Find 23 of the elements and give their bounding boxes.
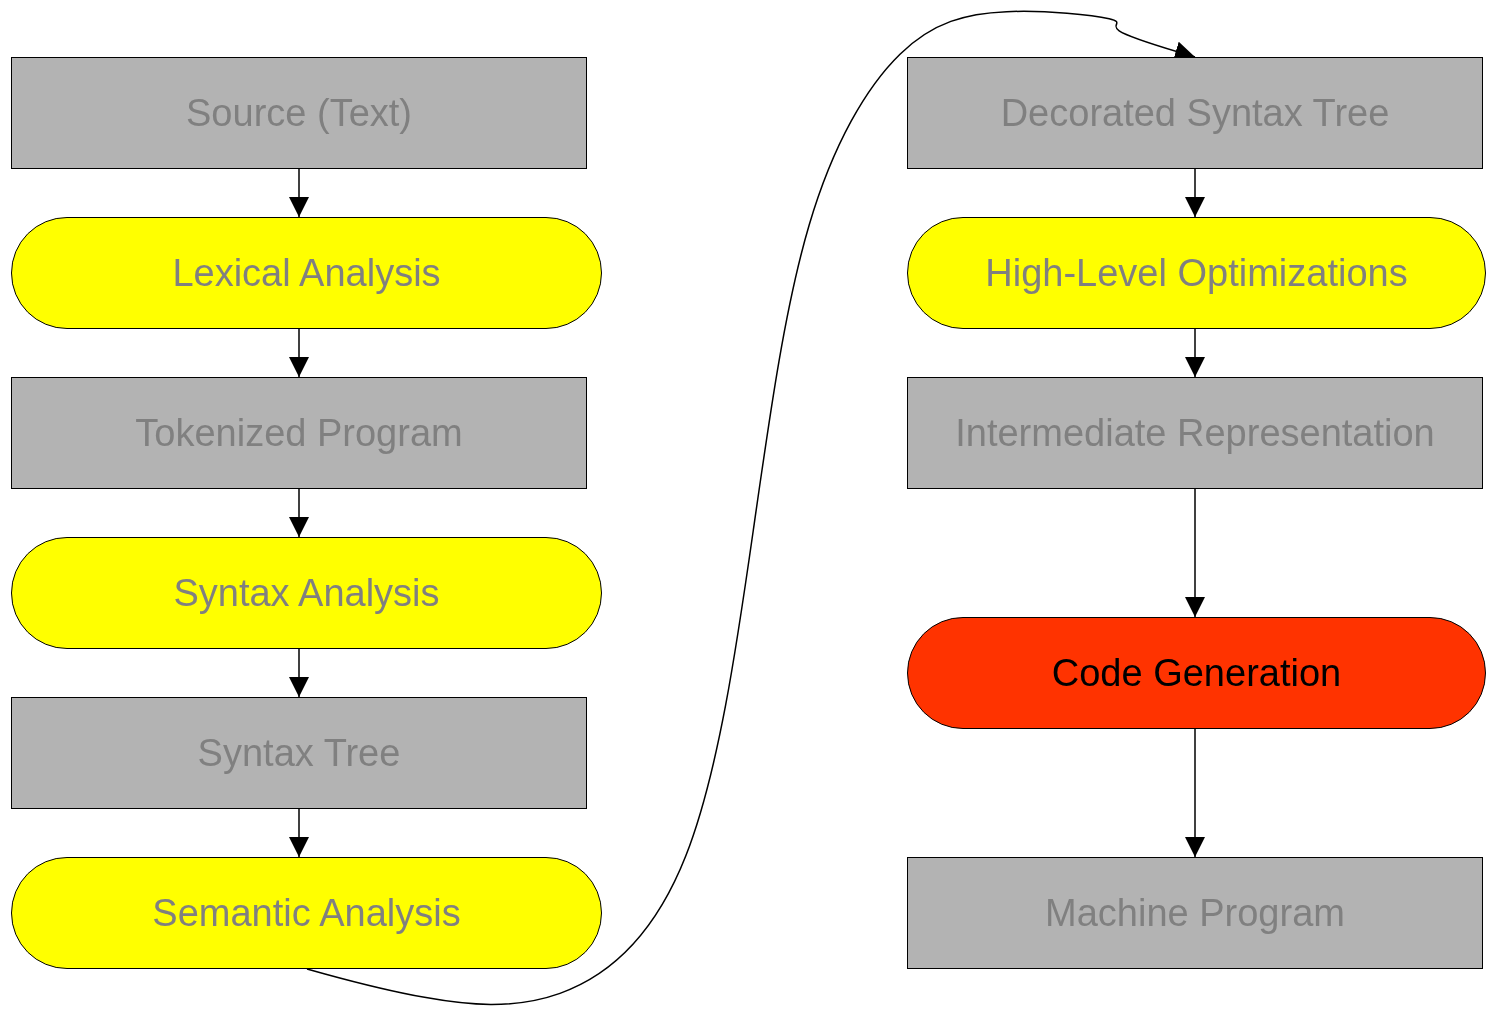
data-box — [907, 57, 1483, 169]
process-pill — [907, 617, 1486, 729]
process-pill — [907, 217, 1486, 329]
data-box — [11, 57, 587, 169]
node-label: High-Level Optimizations — [985, 251, 1408, 295]
arrow — [1185, 168, 1205, 218]
data-box — [907, 857, 1483, 969]
arrow — [1185, 488, 1205, 618]
node-label: Lexical Analysis — [172, 251, 441, 295]
arrow — [289, 328, 309, 378]
arrow — [289, 808, 309, 858]
node-label: Syntax Analysis — [173, 571, 440, 615]
arrow — [289, 648, 309, 698]
data-box — [11, 697, 587, 809]
arrow — [1185, 328, 1205, 378]
arrow — [306, 10, 1196, 1006]
arrow — [1185, 728, 1205, 858]
data-box — [907, 377, 1483, 489]
node-label: Semantic Analysis — [152, 891, 461, 935]
data-box — [11, 377, 587, 489]
node-label: Code Generation — [1051, 651, 1342, 695]
arrow — [289, 488, 309, 538]
arrow — [289, 168, 309, 218]
